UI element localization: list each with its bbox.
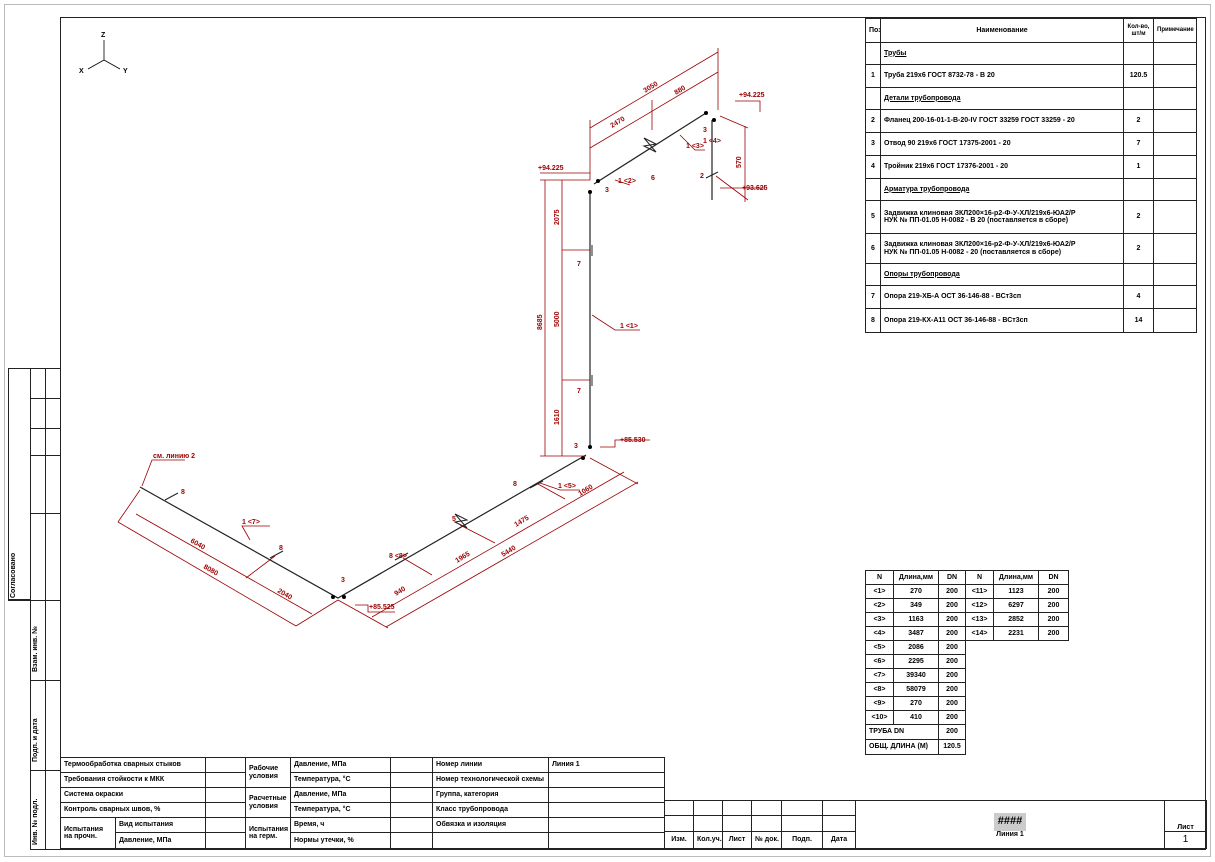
dim-2040: 2040 [276,588,293,602]
part-number: 8 [513,481,517,488]
valves [164,137,719,561]
axis-x: X [79,68,84,75]
part-number: 6 [651,175,655,182]
elevation-5: +85.525 [369,604,395,611]
drawing-code: #### [993,813,1027,831]
segment-label: 1 <2> [618,178,636,185]
segment-summary-row: ОБЩ. ДЛИНА (М)120.5 [865,739,1069,755]
part-number: 3 [341,577,345,584]
part-number: 5 [452,516,456,523]
header-pos: Поз. [865,18,881,43]
segment-label: 1 <7> [242,519,260,526]
spec-section: Детали трубопровода [865,87,1197,110]
spec-section: Опоры трубопровода [865,263,1197,286]
part-number: 8 [279,545,283,552]
spec-section: Трубы [865,42,1197,65]
dim-5000: 5000 [554,311,561,327]
part-number: 3 [703,127,707,134]
sheet-number: 1 [1164,831,1207,849]
part-number: 8 [181,489,185,496]
spec-section: Арматура трубопровода [865,178,1197,201]
drawing-title: Линия 1 [996,830,1024,838]
dim-6040: 6040 [189,538,206,552]
segment-label: 1 <3> [686,143,704,150]
fittings [331,111,716,599]
elevation-1: +94.225 [739,92,765,99]
outer-frame [4,4,1211,857]
axis-icon [87,40,121,70]
elevation-2: +94.225 [538,165,564,172]
elevation-3: +93.625 [742,185,768,192]
header-qty: Кол-во, шт/м [1123,18,1154,43]
part-number: 3 [574,443,578,450]
dim-8685: 8685 [537,314,544,330]
dim-2075: 2075 [554,209,561,225]
dimension-lines [117,48,765,629]
pipe-route [139,112,713,599]
segment-label: 1 <5> [558,483,576,490]
dim-1965: 1965 [454,551,471,565]
header-name: Наименование [880,18,1124,43]
line-number-value: Линия 1 [548,757,665,773]
part-number: 3 [605,187,609,194]
stamp-title-cell: #### Линия 1 [855,800,1165,849]
drawing-frame [60,17,1206,850]
dim-570: 570 [736,156,743,168]
part-number: 7 [577,388,581,395]
segment-label: 8 <8> [389,553,407,560]
axis-z: Z [101,32,106,39]
elevation-4: +85.530 [620,437,646,444]
part-number: 2 [700,173,704,180]
dim-1610: 1610 [554,409,561,425]
dim-1475: 1475 [513,515,530,529]
axis-y: Y [123,68,128,75]
part-number: 7 [577,261,581,268]
dim-3050: 3050 [642,81,659,95]
dim-1060: 1060 [577,484,594,498]
segment-label: 1 <1> [620,323,638,330]
see-line-2: см. линию 2 [153,453,195,460]
dim-940: 940 [393,586,407,598]
segment-label: 1 <4> [703,138,721,145]
dim-880: 880 [673,85,687,97]
header-note: Примечание [1153,18,1197,43]
dim-8080: 8080 [202,564,219,578]
